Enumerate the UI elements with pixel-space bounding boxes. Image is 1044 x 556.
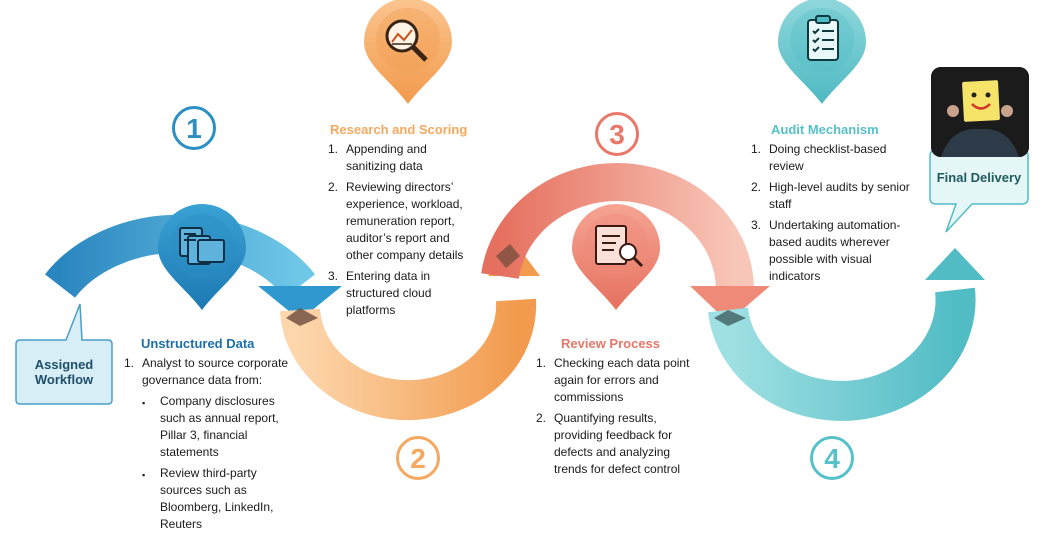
step-2-number: 2 <box>396 436 440 480</box>
document-search-icon <box>595 225 644 268</box>
list-item: 1.Doing checklist-based review <box>751 142 887 173</box>
step-3-title: Review Process <box>561 336 661 351</box>
arc-step-4 <box>708 287 976 421</box>
step-1-number: 1 <box>172 106 216 150</box>
list-item: ▪Company disclosures such as annual repo… <box>142 394 279 459</box>
final-delivery-label: Final Delivery <box>936 169 1022 185</box>
step-1-title: Unstructured Data <box>141 336 255 351</box>
arc-step-2 <box>280 298 537 421</box>
step-2-title: Research and Scoring <box>330 122 468 137</box>
arc-step-3 <box>481 163 754 291</box>
assigned-workflow-callout-shape <box>15 303 113 405</box>
list-item: 1.Appending and sanitizing data <box>328 142 427 173</box>
final-delivery-callout-shape <box>929 149 1029 233</box>
list-item: ▪Review third-party sources such as Bloo… <box>142 466 274 531</box>
step-4-title: Audit Mechanism <box>771 122 879 137</box>
arrowhead-step-1 <box>258 286 342 320</box>
list-item: 2.High-level audits by senior staff <box>751 180 910 211</box>
list-item: 1.Checking each data point again for err… <box>536 356 690 404</box>
list-item: 2.Reviewing directors’ experience, workl… <box>328 180 464 262</box>
step-4-number: 4 <box>810 436 854 480</box>
pin-step-2 <box>364 0 452 104</box>
step-3-number: 3 <box>595 112 639 156</box>
list-item: 3.Entering data in structured cloud plat… <box>328 269 432 317</box>
assigned-workflow-label: Assigned Workflow <box>34 357 94 387</box>
list-item: 1.Analyst to source corporate governance… <box>124 356 289 387</box>
arrowhead-step-4 <box>925 248 985 280</box>
magnifier-chart-icon <box>385 19 428 62</box>
list-item: 3.Undertaking automation-based audits wh… <box>751 218 901 283</box>
step-1-list: 1.Analyst to source corporate governance… <box>124 355 294 537</box>
arrowhead-step-3 <box>690 286 770 322</box>
step-3-list: 1.Checking each data point again for err… <box>536 355 706 482</box>
list-item: 2.Quantifying results, providing feedbac… <box>536 411 681 476</box>
step-4-list: 1.Doing checklist-based review 2.High-le… <box>751 141 911 289</box>
step-2-list: 1.Appending and sanitizing data 2.Review… <box>328 141 478 323</box>
checklist-icon <box>807 15 839 61</box>
documents-folder-icon <box>179 227 225 265</box>
final-delivery-photo <box>931 67 1029 157</box>
